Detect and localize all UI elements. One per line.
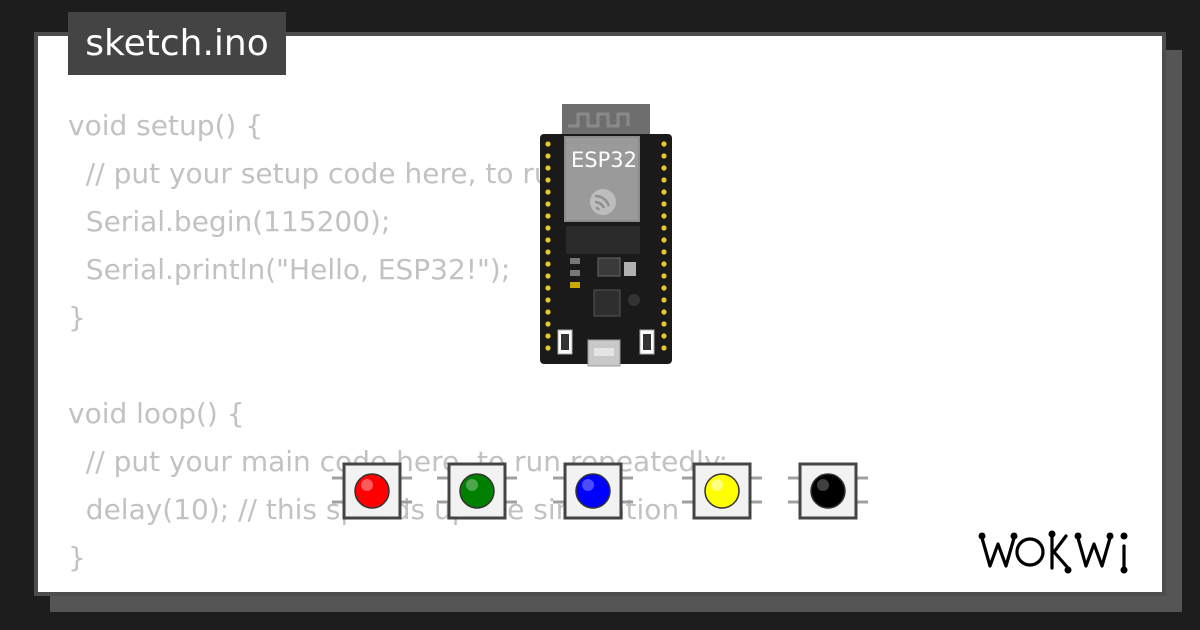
resistor <box>570 258 580 264</box>
code-line: // put your main code here, to run repea… <box>68 445 728 478</box>
pushbutton-blue[interactable] <box>553 462 633 522</box>
pin-header-left <box>545 141 551 351</box>
esp32-label: ESP32 <box>571 148 637 172</box>
regulator <box>597 257 621 277</box>
pushbutton-red[interactable] <box>332 462 412 522</box>
capacitor <box>624 262 636 276</box>
wokwi-logo <box>978 530 1128 574</box>
code-line: void loop() { <box>68 397 245 430</box>
file-tab[interactable]: sketch.ino <box>68 12 286 75</box>
pin-header-right <box>661 141 667 351</box>
usb-port <box>587 339 621 367</box>
code-line: } <box>68 301 86 334</box>
flash-chip <box>566 226 640 254</box>
code-line: Serial.begin(115200); <box>68 205 391 238</box>
usb-uart-chip <box>593 289 621 317</box>
en-button[interactable] <box>557 329 573 355</box>
esp32-board[interactable] <box>540 104 672 368</box>
led <box>570 282 580 288</box>
antenna-module <box>562 104 650 138</box>
pushbutton-yellow[interactable] <box>682 462 762 522</box>
resistor <box>570 270 580 276</box>
pushbutton-green[interactable] <box>437 462 517 522</box>
crystal <box>628 294 640 306</box>
code-line: } <box>68 541 86 574</box>
boot-button[interactable] <box>639 329 655 355</box>
espressif-icon <box>590 189 616 215</box>
pushbutton-black[interactable] <box>788 462 868 522</box>
antenna-trace <box>568 112 630 128</box>
code-line: Serial.println("Hello, ESP32!"); <box>68 253 511 286</box>
code-line: void setup() { <box>68 109 264 142</box>
